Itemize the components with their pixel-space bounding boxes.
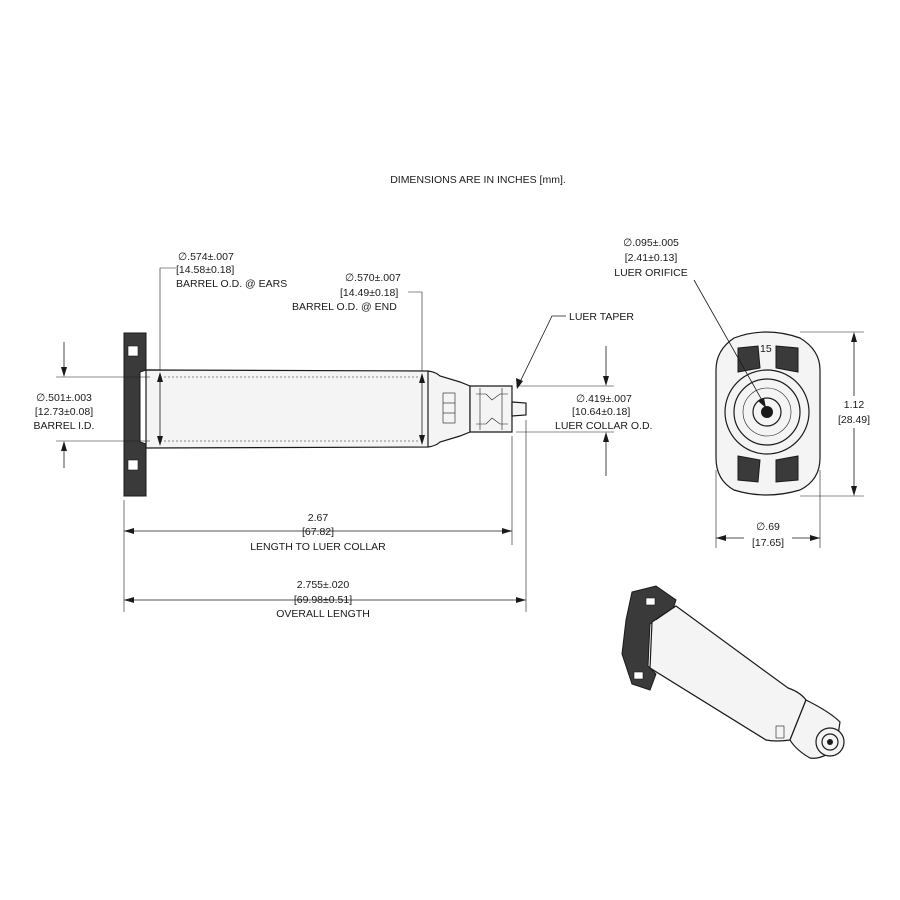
barrel-id-mm: [12.73±0.08]: [35, 406, 93, 418]
barrel-od-end-mm: [14.49±0.18]: [340, 287, 398, 299]
end-height-inch: 1.12: [844, 399, 865, 411]
barrel-id-label: BARREL I.D.: [34, 420, 95, 432]
iso-flange: [621, 585, 677, 691]
luer-collar-od-mm: [10.64±0.18]: [572, 406, 630, 418]
dim-barrel-od-end: ∅.570±.007 [14.49±0.18] BARREL O.D. @ EN…: [292, 272, 425, 445]
luer-collar: [469, 385, 513, 433]
luer-collar-od-inch: ∅.419±.007: [576, 393, 632, 405]
dim-length-to-luer: 2.67 [67.82] LENGTH TO LUER COLLAR: [123, 420, 527, 612]
barrel-od-ears-inch: ∅.574±.007: [178, 251, 234, 263]
size-code-mark: 15: [760, 343, 772, 355]
dim-luer-taper: LUER TAPER: [516, 311, 634, 389]
dim-end-height: 1.12 [28.49]: [800, 331, 876, 497]
length-to-luer-mm: [67.82]: [302, 526, 334, 538]
luer-orifice-hole: [761, 406, 773, 418]
syringe-side-view: [123, 332, 527, 497]
barrel-od-end-label: BARREL O.D. @ END: [292, 301, 397, 313]
dim-barrel-id: ∅.501±.003 [12.73±0.08] BARREL I.D.: [34, 342, 150, 468]
luer-orifice-label: LUER ORIFICE: [614, 267, 688, 279]
end-width-mm: [17.65]: [752, 537, 784, 549]
barrel-od-end-inch: ∅.570±.007: [345, 272, 401, 284]
syringe-isometric-view: [621, 585, 845, 759]
luer-tip: [511, 401, 527, 417]
barrel-id-inch: ∅.501±.003: [36, 392, 92, 404]
overall-length-label: OVERALL LENGTH: [276, 608, 370, 620]
iso-barrel: [649, 605, 807, 742]
length-to-luer-label: LENGTH TO LUER COLLAR: [250, 541, 386, 553]
dim-barrel-od-ears: ∅.574±.007 [14.58±0.18] BARREL O.D. @ EA…: [157, 251, 287, 446]
end-height-mm: [28.49]: [838, 414, 870, 426]
length-to-luer-inch: 2.67: [308, 512, 329, 524]
end-outer-ring: [724, 369, 810, 455]
luer-orifice-inch: ∅.095±.005: [623, 237, 679, 249]
luer-orifice-mm: [2.41±0.13]: [625, 252, 678, 264]
flange-ears: [123, 332, 147, 497]
barrel-od-ears-mm: [14.58±0.18]: [176, 264, 234, 276]
dim-overall-length: 2.755±.020 [69.98±0.51] OVERALL LENGTH: [124, 579, 526, 620]
end-width-inch: ∅.69: [756, 521, 780, 533]
dim-end-width: ∅.69 [17.65]: [715, 470, 821, 550]
luer-collar-od-label: LUER COLLAR O.D.: [555, 420, 652, 432]
barrel-od-ears-label: BARREL O.D. @ EARS: [176, 278, 287, 290]
overall-length-mm: [69.98±0.51]: [294, 594, 352, 606]
syringe-end-view: 15: [715, 331, 821, 496]
dimension-note: DIMENSIONS ARE IN INCHES [mm].: [390, 174, 566, 186]
dim-luer-orifice: ∅.095±.005 [2.41±0.13] LUER ORIFICE: [614, 237, 766, 408]
overall-length-inch: 2.755±.020: [297, 579, 350, 591]
luer-taper-label: LUER TAPER: [569, 311, 634, 323]
dim-luer-collar-od: ∅.419±.007 [10.64±0.18] LUER COLLAR O.D.: [516, 346, 652, 476]
